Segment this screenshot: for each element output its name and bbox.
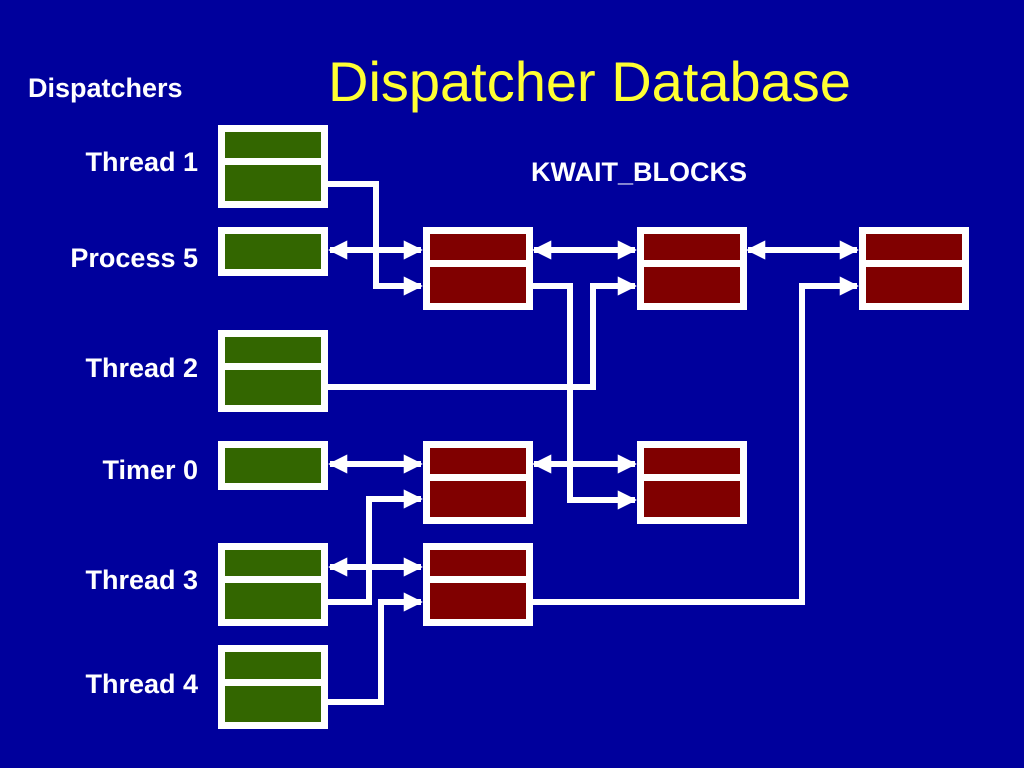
link-wb1-wb5	[532, 283, 637, 510]
dispatcher-thread-1[interactable]	[218, 125, 328, 208]
kwait-blocks-heading: KWAIT_BLOCKS	[531, 157, 747, 187]
slide-title: Dispatcher Database	[328, 50, 851, 113]
dispatcher-thread-3[interactable]	[218, 543, 328, 626]
label-thread-2: Thread 2	[85, 353, 198, 383]
label-timer-0: Timer 0	[102, 455, 198, 485]
link-thread4-wb6	[328, 592, 423, 705]
dispatcher-process-5[interactable]	[218, 227, 328, 276]
wait-block-2[interactable]	[637, 227, 747, 310]
wait-block-6[interactable]	[423, 543, 533, 626]
wait-block-3[interactable]	[859, 227, 969, 310]
wait-block-4[interactable]	[423, 441, 533, 524]
link-thread3-wb4	[328, 489, 423, 605]
dispatcher-timer-0[interactable]	[218, 441, 328, 490]
link-thread1-wb1	[328, 181, 423, 296]
wait-block-1[interactable]	[423, 227, 533, 310]
dispatcher-thread-4[interactable]	[218, 645, 328, 729]
dispatchers-heading: Dispatchers	[28, 73, 183, 103]
label-thread-1: Thread 1	[85, 147, 198, 177]
label-thread-3: Thread 3	[85, 565, 198, 595]
link-wb6-wb3	[532, 276, 859, 605]
link-thread2-wb2	[328, 276, 637, 390]
label-thread-4: Thread 4	[85, 669, 198, 699]
dispatcher-thread-2[interactable]	[218, 330, 328, 412]
label-process-5: Process 5	[70, 243, 198, 273]
wait-block-5[interactable]	[637, 441, 747, 524]
